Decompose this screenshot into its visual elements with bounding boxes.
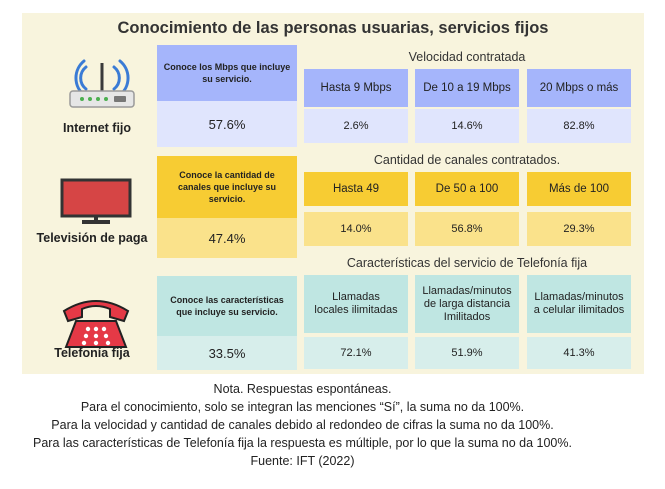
value-internet-3: 82.8% <box>527 109 631 143</box>
value-tel-2: 51.9% <box>415 337 519 369</box>
knowledge-value-tv: 47.4% <box>157 218 297 258</box>
value-tv-2: 56.8% <box>415 212 519 246</box>
service-label-tel: Telefonía fija <box>54 346 130 360</box>
note-line-2: Para el conocimiento, solo se integran l… <box>80 400 525 414</box>
infographic-panel: Conocimiento de las personas usuarias, s… <box>22 13 644 374</box>
section-title-tv: Cantidad de canales contratados. <box>373 153 561 167</box>
value-internet-1: 2.6% <box>304 109 408 143</box>
value-tv-1: 14.0% <box>304 212 408 246</box>
category-tv-3: Más de 100 <box>527 172 631 206</box>
category-tv-1: Hasta 49 <box>304 172 408 206</box>
service-label-internet: Internet fijo <box>62 121 132 135</box>
category-internet-1: Hasta 9 Mbps <box>304 69 408 107</box>
value-tel-1: 72.1% <box>304 337 408 369</box>
knowledge-header-tel: Conoce las características que incluye s… <box>157 276 297 336</box>
category-tel-3: Llamadas/minutos a celular ilimitados <box>527 275 631 333</box>
telephone-icon <box>62 300 130 348</box>
service-label-tv: Televisión de paga <box>36 231 148 245</box>
infographic-title: Conocimiento de las personas usuarias, s… <box>117 19 549 37</box>
section-title-tel: Características del servicio de Telefoní… <box>346 256 588 270</box>
category-internet-3: 20 Mbps o más <box>527 69 631 107</box>
value-tel-3: 41.3% <box>527 337 631 369</box>
router-icon <box>69 59 135 108</box>
note-line-1: Nota. Respuestas espontáneas. <box>213 382 392 396</box>
note-line-4: Para las características de Telefonía fi… <box>33 436 572 450</box>
knowledge-value-internet: 57.6% <box>157 101 297 147</box>
television-icon <box>60 178 132 224</box>
category-internet-2: De 10 a 19 Mbps <box>415 69 519 107</box>
section-title-internet: Velocidad contratada <box>408 50 526 64</box>
value-tv-3: 29.3% <box>527 212 631 246</box>
category-tv-2: De 50 a 100 <box>415 172 519 206</box>
knowledge-header-internet: Conoce los Mbps que incluye su servicio. <box>157 45 297 101</box>
source-note: Fuente: IFT (2022) <box>250 454 355 468</box>
category-tel-1: Llamadas locales ilimitadas <box>304 275 408 333</box>
note-line-3: Para la velocidad y cantidad de canales … <box>51 418 554 432</box>
category-tel-2: Llamadas/minutos de larga distancia Imil… <box>415 275 519 333</box>
knowledge-value-tel: 33.5% <box>157 336 297 370</box>
knowledge-header-tv: Conoce la cantidad de canales que incluy… <box>157 156 297 218</box>
value-internet-2: 14.6% <box>415 109 519 143</box>
